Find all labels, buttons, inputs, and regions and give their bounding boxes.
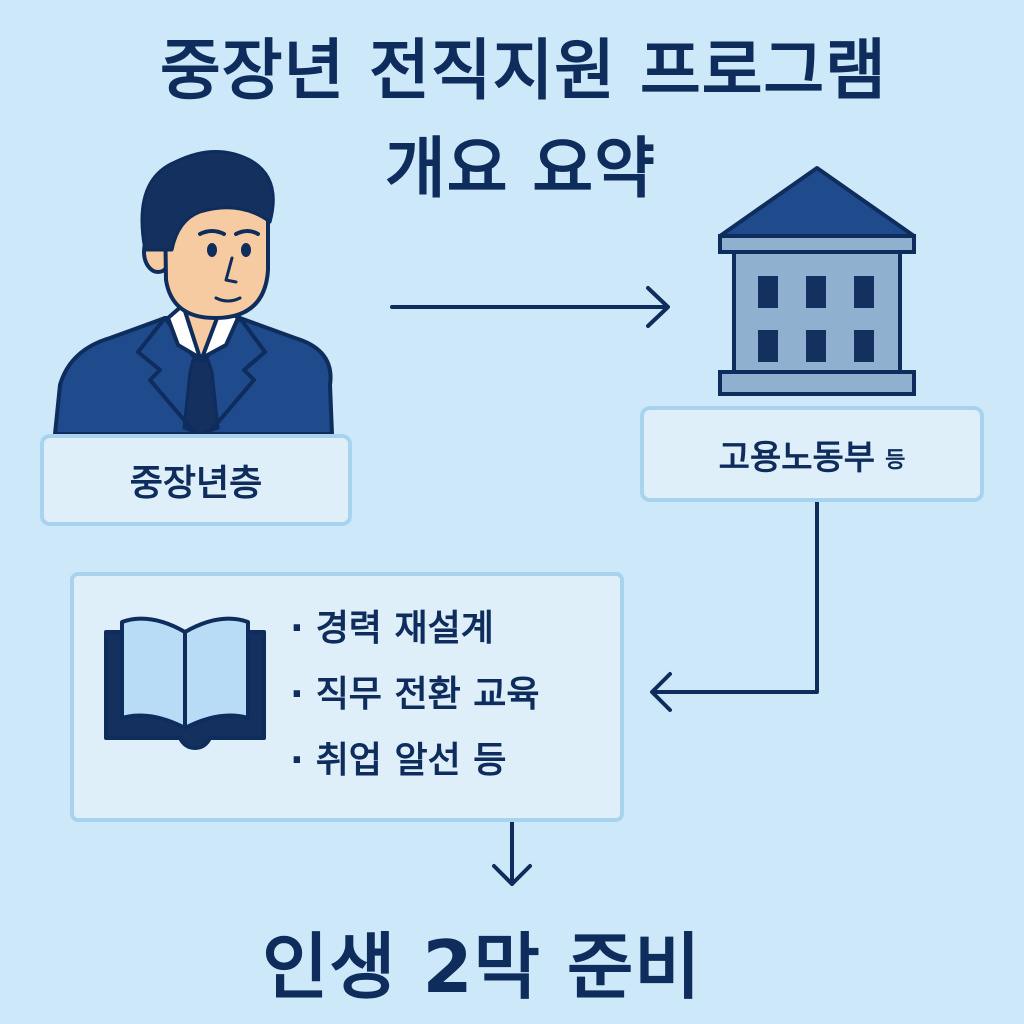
- person-label: 중장년층: [129, 463, 263, 504]
- title-line-2: 개요 요약: [385, 130, 656, 207]
- government-building-icon: [718, 166, 916, 396]
- arrow-person-to-org: [390, 286, 670, 328]
- arrow-program-to-result: [492, 820, 532, 886]
- person-label-box: 중장년층: [40, 434, 352, 526]
- businessman-icon: [53, 150, 334, 436]
- title-line-1: 중장년 전직지원 프로그램: [160, 32, 887, 109]
- program-item-placement: 취업 알선 등: [290, 728, 539, 794]
- arrow-org-to-program: [650, 502, 819, 712]
- org-label: 고용노동부: [718, 437, 876, 478]
- program-item-training: 직무 전환 교육: [290, 662, 540, 728]
- program-list: 경력 재설계 직무 전환 교육 취업 알선 등: [290, 596, 540, 794]
- program-item-career: 경력 재설계: [290, 596, 539, 662]
- result-text: 인생 2막 준비: [262, 925, 702, 1009]
- org-label-box: 고용노동부 등: [640, 406, 984, 502]
- org-label-suffix: 등: [885, 448, 906, 473]
- diagram-title: 중장년 전직지원 프로그램 개요 요약: [160, 22, 1020, 218]
